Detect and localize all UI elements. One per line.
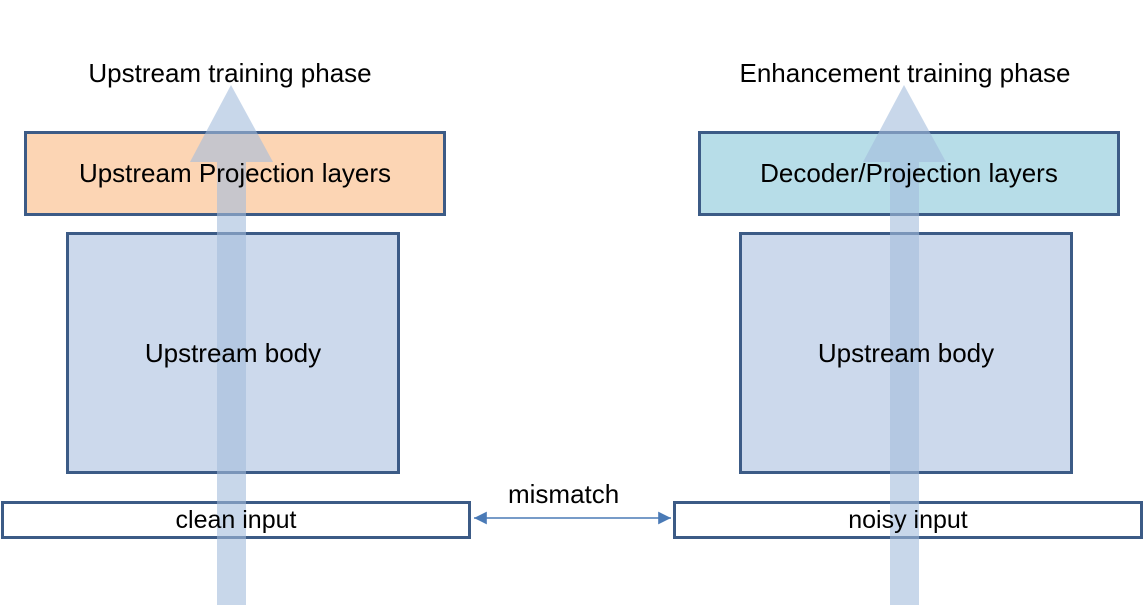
upstream-projection-layers-label: Upstream Projection layers [78, 158, 392, 188]
noisy-input-box: noisy input [673, 501, 1143, 539]
upstream-projection-layers-box: Upstream Projection layers [24, 131, 446, 216]
left-upstream-body-box: Upstream body [66, 232, 400, 474]
right-upstream-body-box: Upstream body [739, 232, 1073, 474]
clean-input-box: clean input [1, 501, 471, 539]
noisy-input-label: noisy input [848, 505, 968, 534]
left-phase-title: Upstream training phase [88, 58, 372, 88]
decoder-projection-layers-label: Decoder/Projection layers [760, 158, 1058, 188]
decoder-projection-layers-box: Decoder/Projection layers [698, 131, 1120, 216]
left-upstream-body-label: Upstream body [144, 337, 322, 368]
right-phase-title: Enhancement training phase [739, 58, 1071, 88]
right-upstream-body-label: Upstream body [817, 337, 995, 368]
mismatch-label: mismatch [508, 479, 620, 509]
clean-input-label: clean input [175, 505, 297, 534]
